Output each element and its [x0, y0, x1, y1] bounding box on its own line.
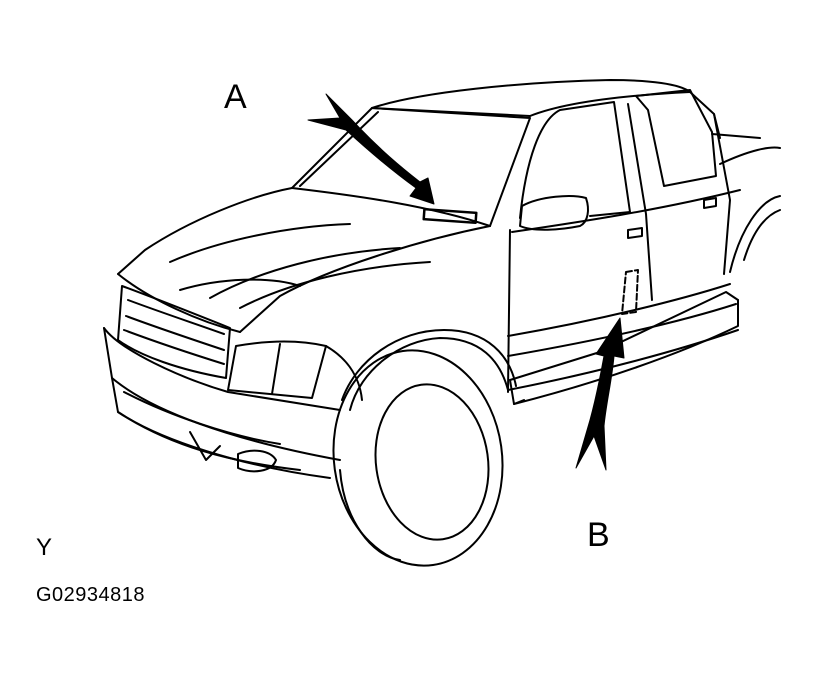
rear-door-rear-edge [713, 113, 731, 275]
wheel-arch [349, 337, 509, 411]
rear-door-window [635, 89, 717, 187]
front-bumper-face [103, 327, 341, 461]
front-door-window [519, 101, 631, 219]
side-mirror [519, 195, 589, 231]
rocker-lower [507, 329, 739, 391]
hood-crease-3 [239, 261, 431, 309]
bed-side [719, 146, 781, 165]
bed-top-rail [711, 133, 761, 139]
hood-crease-1 [169, 223, 351, 263]
bumper-bracket [189, 431, 221, 461]
front-door-front-edge [507, 229, 511, 393]
label-a-plate [422, 207, 478, 225]
figure-code: G02934818 [36, 584, 146, 606]
running-board-front [509, 379, 525, 405]
fender-flare [341, 329, 517, 401]
view-code: Y [36, 534, 53, 561]
callout-label-a: A [224, 78, 247, 116]
windshield [291, 107, 531, 227]
hood-side [239, 225, 491, 333]
roof-rear-edge [529, 91, 691, 117]
bumper-recess [123, 391, 281, 445]
tire-tread-edge [339, 469, 401, 561]
front-tire-inner [374, 383, 490, 541]
front-door-handle [627, 227, 643, 239]
door-beltline [511, 189, 741, 233]
headlight-inner [271, 343, 281, 395]
hood-top [117, 187, 293, 275]
running-board-top [509, 291, 739, 381]
front-bumper-bottom [117, 411, 301, 471]
hood-crease-2 [209, 247, 401, 299]
arrow-b [575, 317, 625, 471]
front-tire-outer [332, 349, 504, 567]
rear-fender [729, 195, 781, 273]
grille-outline [117, 285, 231, 379]
label-b-plate [621, 269, 639, 315]
body-side-moulding-1 [507, 283, 731, 337]
grille-line-2 [125, 315, 225, 351]
body-side-moulding-2 [507, 303, 737, 357]
hood-scoop [179, 278, 301, 291]
grille-line-3 [123, 329, 225, 365]
windshield-base [291, 187, 491, 227]
front-door-rear-edge [627, 103, 653, 301]
front-bumper-top [103, 327, 341, 411]
windshield-pillar-left [299, 111, 379, 187]
headlight [227, 340, 327, 399]
front-fender-top [325, 345, 363, 401]
grille-line-1 [127, 299, 225, 335]
rear-door-handle [703, 197, 717, 209]
running-board-face [513, 299, 739, 405]
hood-front-edge [117, 273, 241, 333]
arrow-a [307, 93, 435, 205]
rear-fender-inner [743, 209, 781, 261]
fog-light [237, 449, 277, 473]
callout-label-b: B [587, 516, 610, 554]
cab-roof [371, 79, 721, 139]
